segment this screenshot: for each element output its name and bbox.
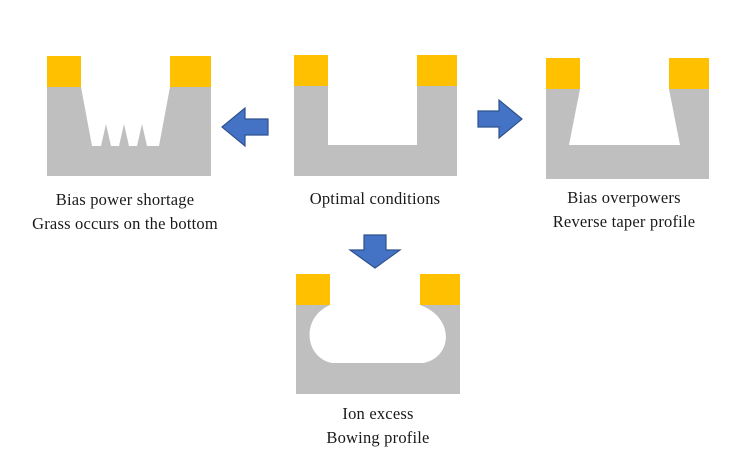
grass-caption: Bias power shortage Grass occurs on the … (5, 188, 245, 236)
reverse-taper-caption: Bias overpowers Reverse taper profile (518, 186, 730, 234)
optimal-caption-line-1: Optimal conditions (309, 189, 441, 208)
grass-mask-right (170, 56, 211, 87)
reverse-taper-mask-left (546, 58, 580, 89)
arrow-down-icon (348, 234, 402, 269)
grass-mask-left (47, 56, 81, 87)
grass-caption-line-1: Bias power shortage (55, 190, 195, 209)
optimal-mask-left (294, 55, 328, 86)
reverse-taper-mask-right (669, 58, 709, 89)
optimal-mask-right (417, 55, 457, 86)
reverse-taper-profile (546, 58, 709, 179)
bowing-mask-left (296, 274, 330, 305)
bowing-caption-line-2: Bowing profile (326, 428, 430, 447)
optimal-caption: Optimal conditions (270, 187, 480, 211)
grass-caption-line-2: Grass occurs on the bottom (32, 214, 218, 233)
bowing-mask-right (420, 274, 460, 305)
reverse-taper-substrate (546, 89, 709, 179)
reverse-taper-caption-line-2: Reverse taper profile (552, 212, 696, 231)
bowing-profile (296, 274, 460, 394)
reverse-taper-caption-line-1: Bias overpowers (567, 188, 681, 207)
optimal-profile (294, 55, 457, 176)
arrow-left-icon (221, 106, 269, 148)
bowing-caption: Ion excess Bowing profile (278, 402, 478, 450)
arrow-right-icon (477, 98, 523, 140)
grass-profile (47, 56, 211, 176)
grass-substrate (47, 87, 211, 176)
bowing-substrate (296, 305, 460, 394)
bowing-caption-line-1: Ion excess (342, 404, 414, 423)
optimal-substrate (294, 86, 457, 176)
